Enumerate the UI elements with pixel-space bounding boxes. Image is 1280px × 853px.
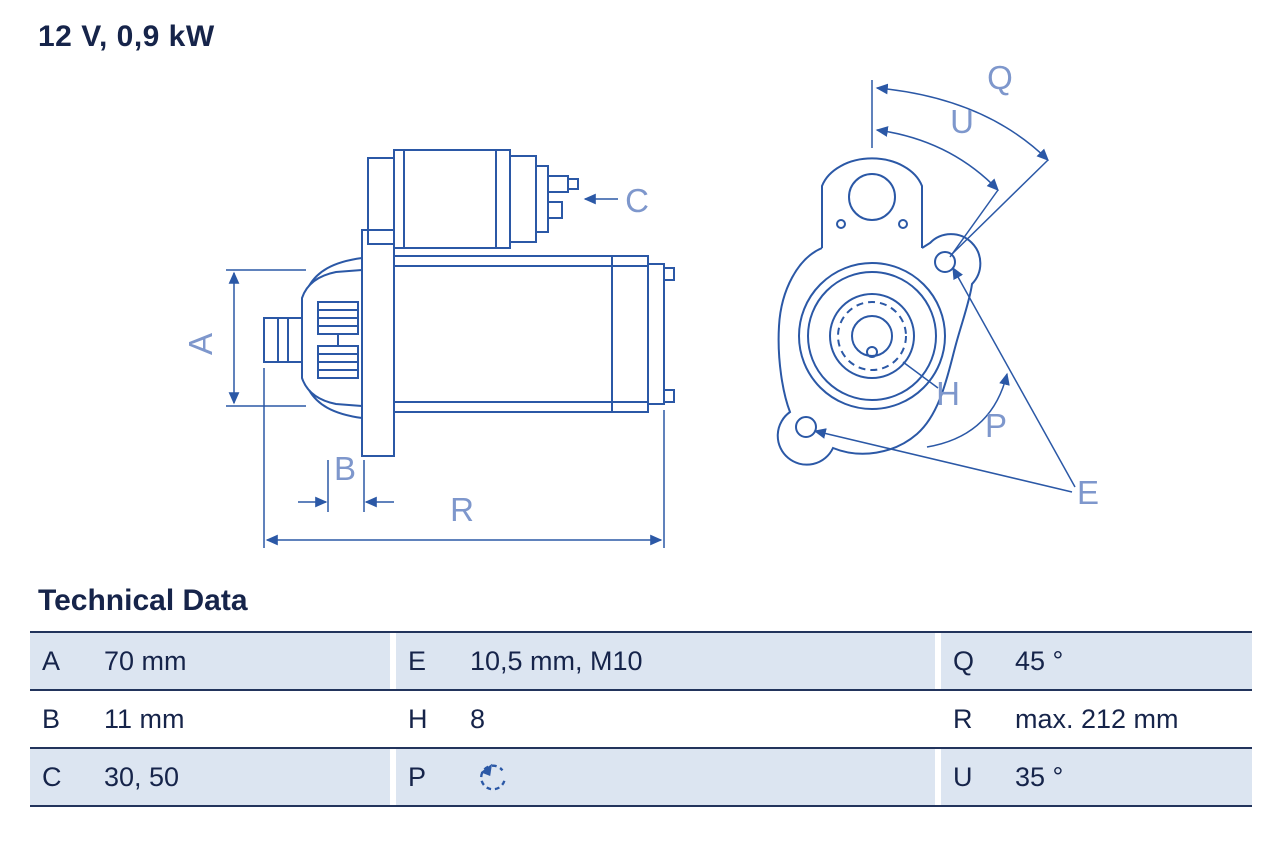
spec-key: R: [953, 703, 973, 734]
side-view: [263, 149, 675, 457]
spec-cell-r: R max. 212 mm: [935, 691, 1252, 747]
technical-drawing: A B C R Q U H P E: [182, 59, 1099, 548]
spec-value: 11 mm: [104, 703, 185, 734]
table-row: B 11 mm H 8 R max. 212 mm: [30, 689, 1252, 747]
mounting-hole-bottom-left: [795, 416, 817, 438]
spec-key: P: [408, 761, 427, 792]
drive-shaft: [263, 317, 303, 363]
spec-cell-u: U 35 °: [935, 749, 1252, 805]
table-row: A 70 mm E 10,5 mm, M10 Q 45 °: [30, 631, 1252, 689]
spec-value: 10,5 mm, M10: [470, 645, 643, 676]
page-title: 12 V, 0,9 kW: [38, 20, 215, 53]
spec-value: 35 °: [1015, 761, 1064, 792]
mounting-hole-top-right: [934, 251, 956, 273]
dim-label-h: H: [936, 375, 960, 412]
flange-outline: [776, 233, 982, 466]
flange-plate: [361, 229, 395, 457]
center-boss: [798, 262, 946, 410]
bracket-hole: [848, 173, 896, 221]
table-heading: Technical Data: [38, 584, 248, 617]
spec-key: B: [42, 703, 61, 734]
spec-value: 8: [470, 703, 486, 734]
top-bracket: [821, 157, 923, 248]
dim-label-u: U: [950, 103, 974, 140]
dim-e-leader-bottom: [813, 428, 1073, 493]
drive-end-housing: [263, 257, 363, 419]
side-view-dimensions: [226, 193, 665, 548]
dim-h-leader: [902, 361, 939, 389]
spec-key: E: [408, 645, 427, 676]
terminal-stud: [547, 201, 563, 219]
spec-value: 30, 50: [104, 761, 180, 792]
spec-cell-p: P: [390, 749, 935, 805]
spec-key: A: [42, 645, 61, 676]
spec-value: 45 °: [1015, 645, 1064, 676]
technical-data-section: Technical Data A 70 mm E 10,5 mm, M10 Q …: [30, 584, 1252, 807]
spec-value: [456, 760, 510, 794]
dim-r: [263, 368, 665, 548]
spec-value: 70 mm: [104, 645, 187, 676]
dim-label-e: E: [1077, 474, 1099, 511]
spec-key: Q: [953, 645, 975, 676]
dim-label-q: Q: [987, 59, 1013, 96]
rotation-ccw-icon: [480, 763, 506, 791]
dimension-labels: A B C R Q U H P E: [182, 59, 1099, 528]
spec-cell-e: E 10,5 mm, M10: [390, 633, 935, 689]
spec-cell-b: B 11 mm: [30, 691, 390, 747]
dim-label-p: P: [985, 407, 1007, 444]
pinion-gear: [317, 301, 359, 379]
spec-key: C: [42, 761, 62, 792]
dim-a: [226, 269, 306, 407]
spec-key: H: [408, 703, 428, 734]
dim-label-a: A: [182, 333, 219, 355]
dim-b: [298, 460, 394, 512]
spec-cell-q: Q 45 °: [935, 633, 1252, 689]
motor-body: [393, 255, 675, 413]
dim-q-arc: [875, 83, 1049, 161]
dim-label-b: B: [334, 450, 356, 487]
dim-p-arc: [926, 372, 1010, 448]
front-view: [776, 157, 982, 466]
spec-key: U: [953, 761, 973, 792]
spec-cell-a: A 70 mm: [30, 633, 390, 689]
gear-teeth-circle: [837, 301, 907, 371]
dim-u-arc: [875, 126, 999, 191]
spec-cell-c: C 30, 50: [30, 749, 390, 805]
spec-value: max. 212 mm: [1015, 703, 1179, 734]
technical-data-table: A 70 mm E 10,5 mm, M10 Q 45 ° B 11 mm H …: [30, 631, 1252, 807]
dim-label-c: C: [625, 182, 649, 219]
dim-label-r: R: [450, 491, 474, 528]
spec-cell-h: H 8: [390, 691, 935, 747]
front-view-dimensions: [813, 80, 1076, 493]
solenoid: [367, 149, 579, 249]
table-row: C 30, 50 P U 35 °: [30, 747, 1252, 805]
dim-e-leader-top: [952, 266, 1076, 488]
terminal-stud: [547, 175, 569, 193]
